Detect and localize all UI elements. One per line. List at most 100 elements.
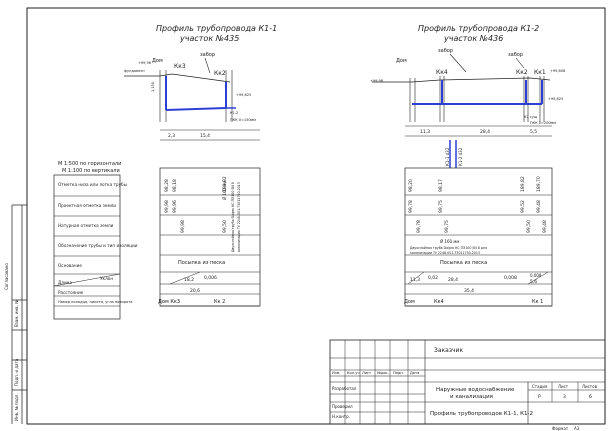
stamp-drawing-title: Профиль трубопроводов К1-1, К1-2 xyxy=(430,411,533,417)
right-pipe-elev-2: 98,17 xyxy=(438,179,444,192)
legend-row-length: Длина xyxy=(58,280,72,285)
stamp-sheets-header: Листов xyxy=(582,384,598,389)
legend-row-distance: Расстояние xyxy=(58,290,84,295)
right-pipe-desc: Ø 160 мм xyxy=(440,239,459,244)
left-title-1: Профиль трубопровода К1-1 xyxy=(156,24,277,33)
left-dist-2: 15,4 xyxy=(200,133,210,139)
left-house-label: Дом xyxy=(152,58,163,64)
stamp-object-title-1: Наружные водоснабжение xyxy=(436,387,515,393)
stamp-role-developer: Разработал xyxy=(332,386,357,391)
strip-label-inv-orig: Инв. № подл. xyxy=(14,393,19,421)
stamp-stage-header: Стадия xyxy=(532,384,548,389)
right-sand-label: Посыпка из песка xyxy=(440,260,487,266)
right-elev-top: +99,98 xyxy=(370,79,383,83)
right-pipe-id: К1 сущ xyxy=(524,115,538,119)
profile-left: Профиль трубопровода К1-1 участок №435 з… xyxy=(124,24,277,307)
stamp-role-norm: Н.контр. xyxy=(332,414,350,419)
right-total-distance: 35,4 xyxy=(464,288,474,294)
left-pipe-elev-2: 98,18 xyxy=(172,179,178,192)
right-foot-mid: Кк4 xyxy=(434,299,444,305)
left-foot-left: Дом Кк3 xyxy=(158,299,180,305)
right-dist-2: 28,4 xyxy=(480,129,490,135)
stamp-col-sign: Подп. xyxy=(393,371,404,375)
left-elev-top: +99,96 xyxy=(138,61,151,65)
right-foot-right: Кк 1 xyxy=(532,299,543,305)
stamp-role-checker: Проверил xyxy=(332,404,353,409)
stamp-col-doc: №док. xyxy=(377,371,389,375)
left-length: 18,2 xyxy=(184,277,194,283)
stamp-sheet-value: 3 xyxy=(563,394,566,400)
left-pipe-desc-3: канализация ТУ 2248-001-73011750-2013 xyxy=(237,182,241,252)
legend-row-pipe-type: Обозначение трубы и тип изоляции xyxy=(58,243,138,248)
legend: М 1:500 по горизонтали М 1:100 по вертик… xyxy=(53,161,138,320)
right-pipe-elev-1: 98,20 xyxy=(408,179,414,192)
sheet-frame xyxy=(26,7,606,425)
right-ground-line xyxy=(372,77,551,83)
stamp-col-date: Дата xyxy=(410,371,419,375)
left-title-2: участок №435 xyxy=(179,34,239,43)
left-pipe-elev-3: 189,82 xyxy=(222,176,228,192)
left-strip: Согласовано Взам. инв. № Подп. и дата Ин… xyxy=(4,204,27,424)
strip-label-agreed: Согласовано xyxy=(4,263,9,290)
left-well-kk3: Кк3 xyxy=(174,63,186,70)
left-elev-right: +99,825 xyxy=(236,93,251,97)
stamp-customer: Заказчик xyxy=(434,347,463,354)
right-trench-note: ПКК 0=200мм xyxy=(530,121,556,125)
right-natural-elev-4: 99,48 xyxy=(542,220,548,233)
strip-label-replace: Взам. инв. № xyxy=(14,300,19,327)
legend-row-slope: Уклон xyxy=(100,276,113,281)
right-pipe-desc-2: Двухслойная труба Dalpro КС ПЭ100 SN 8 д… xyxy=(410,246,487,250)
legend-scale-h: М 1:500 по горизонтали xyxy=(58,161,121,167)
profile-right: Профиль трубопровода К1-2 участок №436 з… xyxy=(370,24,565,307)
right-length-1: 11,3 xyxy=(410,277,420,283)
left-well-kk2: Кк2 xyxy=(214,70,226,77)
legend-row-well-number: Номер колодца, пикета, угла поворота xyxy=(58,300,132,304)
left-natural-elev-1: 99,98 xyxy=(180,220,186,233)
stamp-stage-value: Р xyxy=(538,394,541,400)
right-design-elev-3: 99,52 xyxy=(520,200,526,213)
right-house-label: Дом xyxy=(396,58,407,64)
right-length-3: 5,6 xyxy=(530,279,537,285)
legend-row-design: Проектная отметка земли xyxy=(58,203,116,208)
right-well-kk4: Кк4 xyxy=(436,69,448,76)
left-total-distance: 20,6 xyxy=(190,288,200,294)
right-slope-3: 0,008 xyxy=(530,273,542,278)
legend-scale-v: М 1:100 по вертикали xyxy=(62,168,120,174)
right-well-kk2: Кк2 xyxy=(516,69,528,76)
left-dist-1: 2,3 xyxy=(168,133,175,139)
legend-row-pipe-bottom: Отметка низа или лотка трубы xyxy=(58,182,127,187)
right-title-1: Профиль трубопровода К1-2 xyxy=(418,24,539,33)
right-elev-right-1: +99,806 xyxy=(550,69,565,73)
left-pipe-desc: Ø 160 мм xyxy=(222,181,227,200)
left-slope: 0,006 xyxy=(204,275,217,281)
right-fence-2: забор xyxy=(508,52,523,58)
right-design-elev-4: 99,48 xyxy=(536,200,542,213)
stamp-format-value: А3 xyxy=(574,426,580,431)
strip-label-sign-date: Подп. и дата xyxy=(14,358,19,386)
right-dist-1: 11,3 xyxy=(420,129,430,135)
stamp-object-title-2: и канализация xyxy=(450,394,493,400)
left-design-elev-1: 99,98 xyxy=(164,200,170,213)
left-foundation-label: фундамент xyxy=(124,69,145,73)
right-slope-2: 0,008 xyxy=(504,275,517,281)
left-natural-elev-2: 99,50 xyxy=(222,220,228,233)
legend-row-base: Основание xyxy=(58,263,82,268)
right-dist-3: 5,5 xyxy=(530,129,537,135)
right-well-kk1: Кк1 xyxy=(534,69,546,76)
right-vertical-mark-1: К1-1 d32 xyxy=(445,147,450,166)
stamp-col-sheet: Лист xyxy=(362,371,371,375)
left-fence-label: забор xyxy=(200,52,215,58)
stamp-col-change: Изм. xyxy=(332,371,340,375)
right-slope-1: 0,02 xyxy=(428,275,438,281)
right-elev-right-2: +99,825 xyxy=(548,97,563,101)
left-sand-label: Посыпка из песка xyxy=(178,260,225,266)
right-title-2: участок №436 xyxy=(443,34,503,43)
left-design-elev-2: 99,96 xyxy=(172,200,178,213)
right-pipe-elev-3: 189,82 xyxy=(520,176,526,192)
right-pipe-desc-3: канализации ТУ 2248-001-73011750-2013 xyxy=(410,251,480,255)
legend-row-natural: Натурная отметка земли xyxy=(58,223,114,228)
right-pipe-elev-4: 189,70 xyxy=(536,176,542,192)
right-design-elev-2: 99,75 xyxy=(438,200,444,213)
title-stamp: Заказчик Изм. Кол.уч Лист №док. Подп. Да… xyxy=(329,339,606,431)
